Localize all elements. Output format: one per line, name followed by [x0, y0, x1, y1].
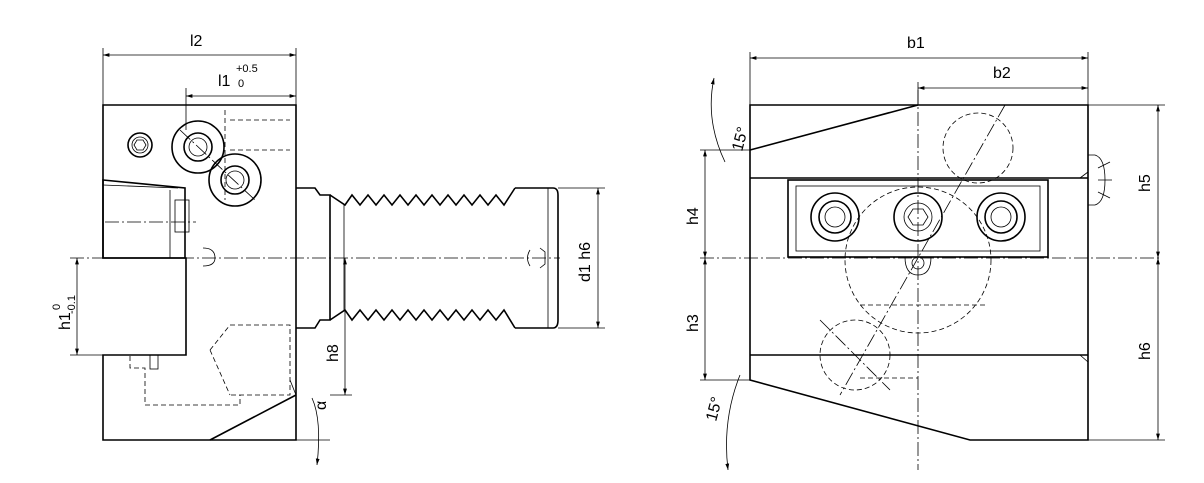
shank — [296, 187, 559, 329]
dim-h8-label: h8 — [325, 344, 342, 362]
lower-teeth — [329, 308, 516, 329]
dim-l1-lower-tol: 0 — [238, 78, 244, 90]
dim-l1-label: l1 — [218, 73, 231, 90]
dim-h3-label: h3 — [685, 314, 702, 332]
cam-screw-2-icon — [208, 153, 262, 207]
dim-l1-upper-tol: +0.5 — [236, 63, 258, 75]
screw-right-icon — [976, 192, 1026, 242]
screw-left-icon — [810, 192, 860, 242]
dim-alpha-label: α — [313, 401, 330, 410]
left-body-outline — [102, 104, 297, 441]
angle-bottom-label: 15° — [703, 395, 726, 423]
upper-teeth — [329, 187, 516, 207]
dim-h4-label: h4 — [685, 207, 702, 225]
dim-h1-upper-tol: 0 — [51, 304, 63, 310]
dim-h1-lower-tol: -0.1 — [66, 295, 78, 314]
cam-screw-1-icon — [171, 120, 225, 174]
dim-b2-label: b2 — [993, 65, 1011, 82]
dim-h5-label: h5 — [1137, 174, 1154, 192]
right-body-outline — [749, 104, 1089, 441]
dim-l2-label: l2 — [190, 33, 203, 50]
angle-top-label: 15° — [729, 125, 752, 153]
screw-small-icon — [127, 132, 153, 158]
dim-d1-label: d1 h6 — [577, 242, 594, 282]
clamp-block — [102, 179, 186, 259]
dim-b1-label: b1 — [907, 35, 925, 52]
dim-h6-label: h6 — [1137, 342, 1154, 360]
right-view: b1 b2 h4 h3 h5 h6 15° — [685, 35, 1165, 471]
dim-h1-label: h1 — [57, 312, 74, 330]
left-view: l2 l1 +0.5 0 h1 -0.1 0 h8 d1 h6 — [51, 33, 605, 466]
